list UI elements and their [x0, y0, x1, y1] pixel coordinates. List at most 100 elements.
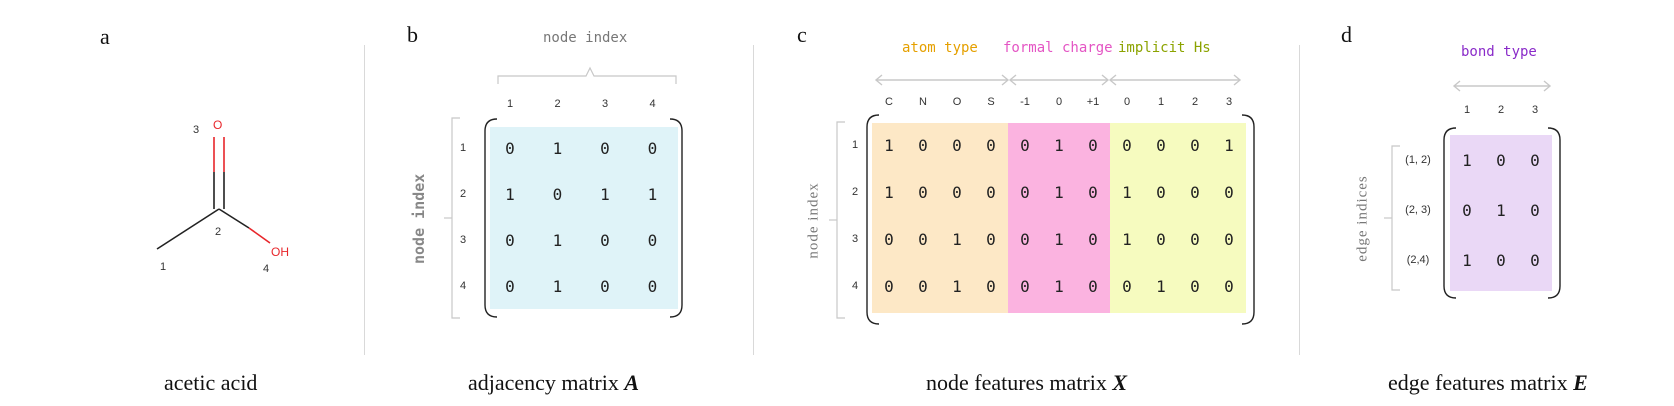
- separator-bc: [753, 45, 754, 355]
- matrix-cell: 0: [1156, 230, 1166, 249]
- group-label-formal-charge: formal charge: [1003, 40, 1113, 56]
- matrix-cell: 1: [1122, 183, 1132, 202]
- matrix-variable-a: A: [624, 370, 640, 395]
- matrix-variable-x: X: [1112, 370, 1127, 395]
- row-header: 2: [459, 188, 467, 200]
- col-header: O: [952, 96, 962, 108]
- matrix-cell: 0: [1156, 183, 1166, 202]
- row-header: (2,4): [1406, 254, 1430, 266]
- matrix-cell: 0: [505, 277, 515, 296]
- matrix-cell: 1: [552, 231, 563, 250]
- col-header: 1: [506, 98, 514, 110]
- col-header: 3: [601, 98, 609, 110]
- matrix-cell: 0: [986, 277, 996, 296]
- matrix-cell: 0: [952, 136, 962, 155]
- col-header: -1: [1020, 96, 1030, 108]
- col-header: 0: [1123, 96, 1131, 108]
- matrix-cell: 0: [986, 183, 996, 202]
- atom-type-bg: [872, 123, 1008, 313]
- matrix-cell: 0: [1530, 251, 1540, 270]
- col-axis-label-b: node index: [543, 30, 628, 46]
- row-header: 3: [459, 234, 467, 246]
- matrix-cell: 0: [1190, 230, 1200, 249]
- group-label-bond-type: bond type: [1461, 44, 1537, 60]
- group-label-implicit-hs: implicit Hs: [1118, 40, 1211, 56]
- matrix-cell: 0: [952, 183, 962, 202]
- matrix-cell: 1: [1054, 136, 1064, 155]
- panel-letter-c: c: [797, 22, 807, 47]
- matrix-cell: 0: [1496, 151, 1506, 170]
- col-header: 1: [1463, 104, 1471, 116]
- matrix-cell: 0: [1530, 151, 1540, 170]
- matrix-cell: 0: [1088, 277, 1098, 296]
- matrix-cell: 0: [600, 231, 610, 250]
- matrix-cell: 1: [600, 185, 610, 204]
- matrix-cell: 1: [1496, 201, 1506, 220]
- row-header: 4: [459, 280, 467, 292]
- col-header: C: [885, 96, 893, 108]
- matrix-cell: 1: [952, 277, 962, 296]
- matrix-cell: 0: [884, 230, 894, 249]
- separator-cd: [1299, 45, 1300, 355]
- caption-a: acetic acid: [164, 370, 258, 395]
- bond-c2-o4: [218, 208, 250, 229]
- matrix-cell: 0: [1462, 201, 1472, 220]
- row-header: 1: [459, 142, 467, 154]
- matrix-cell: 0: [505, 231, 515, 250]
- matrix-cell: 0: [1020, 277, 1030, 296]
- matrix-cell: 0: [1088, 183, 1098, 202]
- caption-c: node features matrix X: [926, 370, 1127, 395]
- atom-index-4: 4: [263, 263, 270, 275]
- matrix-cell: 0: [647, 277, 658, 296]
- row-header: (1, 2): [1405, 154, 1431, 166]
- matrix-cell: 1: [552, 277, 563, 296]
- matrix-cell: 1: [884, 183, 894, 202]
- matrix-cell: 0: [600, 277, 610, 296]
- matrix-cell: 1: [1224, 136, 1234, 155]
- matrix-cell: 1: [952, 230, 962, 249]
- matrix-variable-e: E: [1573, 370, 1588, 395]
- matrix-cell: 0: [1088, 230, 1098, 249]
- matrix-cell: 1: [1054, 183, 1064, 202]
- matrix-cell: 0: [986, 230, 996, 249]
- adjacency-matrix-bg: [490, 127, 678, 309]
- matrix-cell: 1: [1462, 251, 1472, 270]
- matrix-cell: 1: [552, 139, 563, 158]
- row-header: (2, 3): [1405, 204, 1431, 216]
- bond-c1-c2: [156, 208, 220, 250]
- matrix-cell: 0: [1122, 277, 1132, 296]
- matrix-cell: 1: [647, 185, 658, 204]
- row-header: 3: [851, 233, 859, 245]
- col-header: +1: [1086, 96, 1100, 108]
- col-header: 3: [1531, 104, 1539, 116]
- matrix-cell: 0: [918, 183, 928, 202]
- matrix-cell: 1: [884, 136, 894, 155]
- caption-b: adjacency matrix A: [468, 370, 640, 395]
- matrix-cell: 0: [918, 136, 928, 155]
- col-header: 2: [554, 98, 561, 110]
- panel-letter-d: d: [1341, 22, 1352, 47]
- matrix-cell: 0: [647, 139, 658, 158]
- group-label-atom-type: atom type: [902, 40, 978, 56]
- matrix-cell: 0: [1190, 277, 1200, 296]
- col-header: 1: [1157, 96, 1165, 108]
- implicit-hs-bg: [1110, 123, 1246, 313]
- separator-ab: [364, 45, 365, 355]
- matrix-cell: 0: [1088, 136, 1098, 155]
- row-header: 2: [851, 186, 859, 198]
- edge-features-bg: [1450, 135, 1552, 291]
- matrix-cell: 0: [918, 277, 928, 296]
- matrix-cell: 0: [1190, 136, 1200, 155]
- matrix-cell: 1: [505, 185, 515, 204]
- bond-c2-o4-red: [248, 227, 271, 244]
- matrix-cell: 0: [986, 136, 996, 155]
- col-header: 3: [1225, 96, 1233, 108]
- matrix-cell: 0: [1020, 230, 1030, 249]
- row-header: 1: [851, 139, 859, 151]
- atom-index-1: 1: [160, 261, 167, 273]
- matrix-cell: 0: [1190, 183, 1200, 202]
